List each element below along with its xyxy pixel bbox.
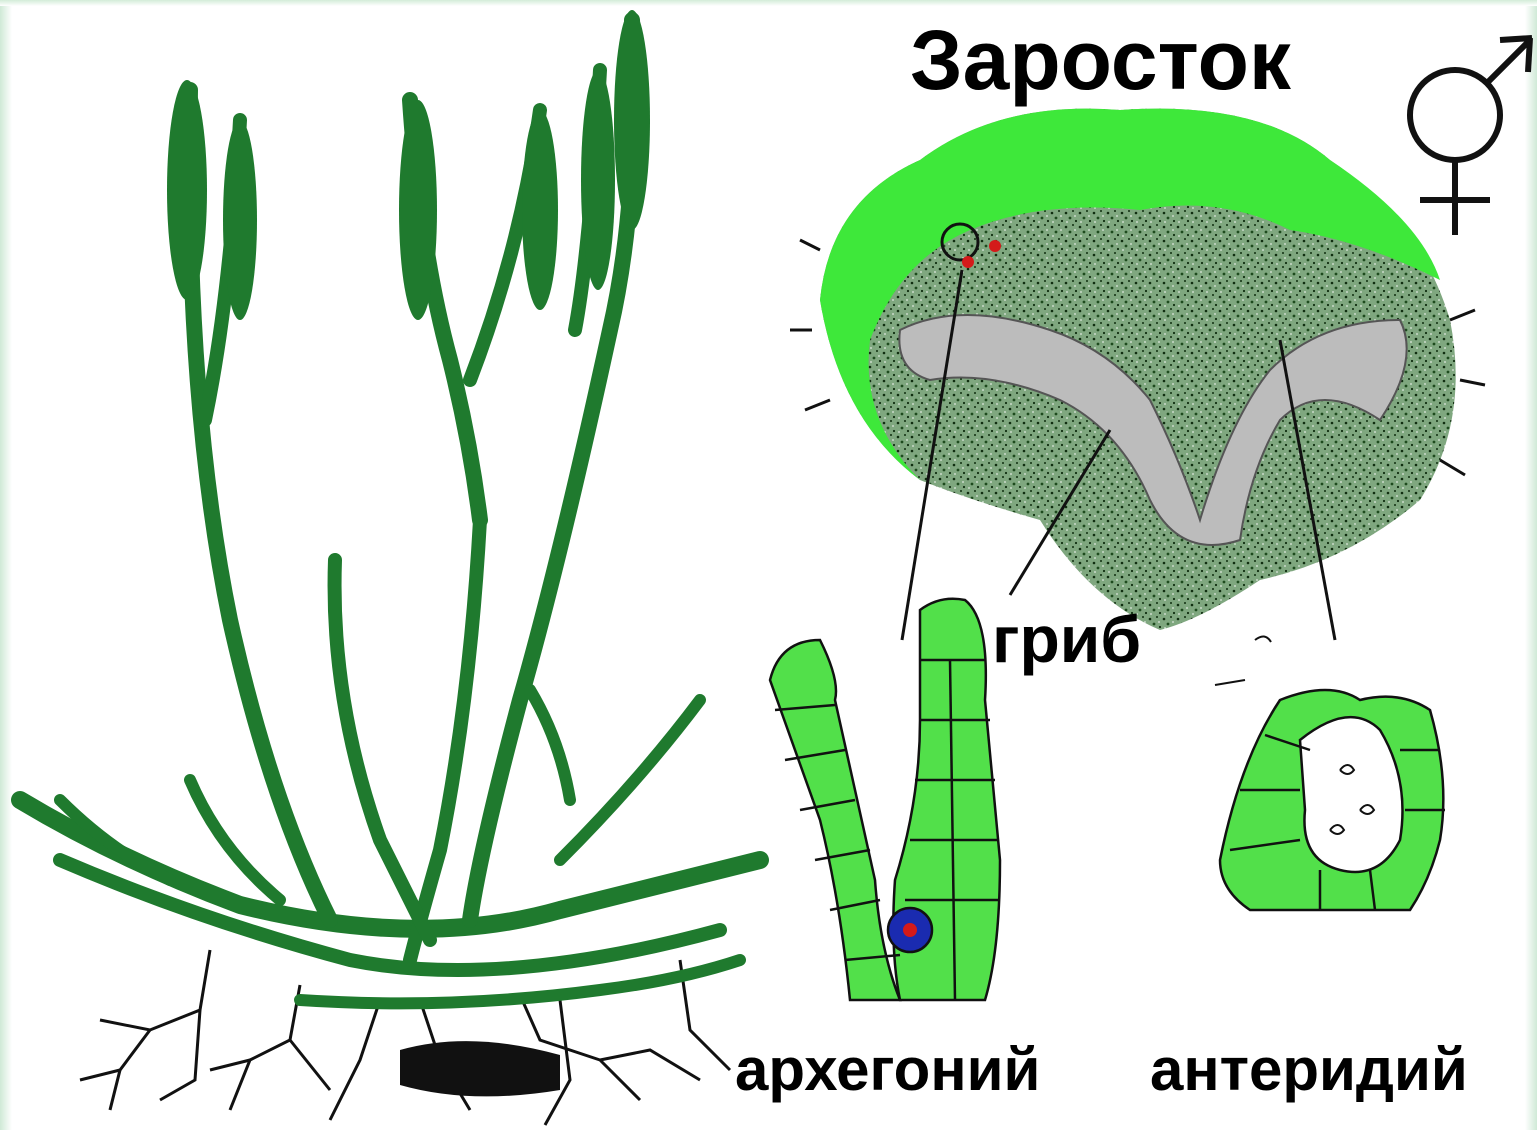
label-antheridium: антеридий	[1150, 1040, 1468, 1100]
label-archegonium: архегоний	[735, 1040, 1040, 1100]
title-prothallus: Заросток	[910, 18, 1291, 102]
antheridium-drawing	[1215, 636, 1445, 910]
prothallus	[790, 109, 1485, 630]
root-mass	[400, 1041, 560, 1096]
label-fungus: гриб	[992, 606, 1141, 672]
archegonium-drawing	[770, 599, 1000, 1000]
club-moss-plant	[20, 20, 760, 1003]
plant-roots	[80, 950, 730, 1125]
male-female-symbol	[1410, 38, 1532, 235]
